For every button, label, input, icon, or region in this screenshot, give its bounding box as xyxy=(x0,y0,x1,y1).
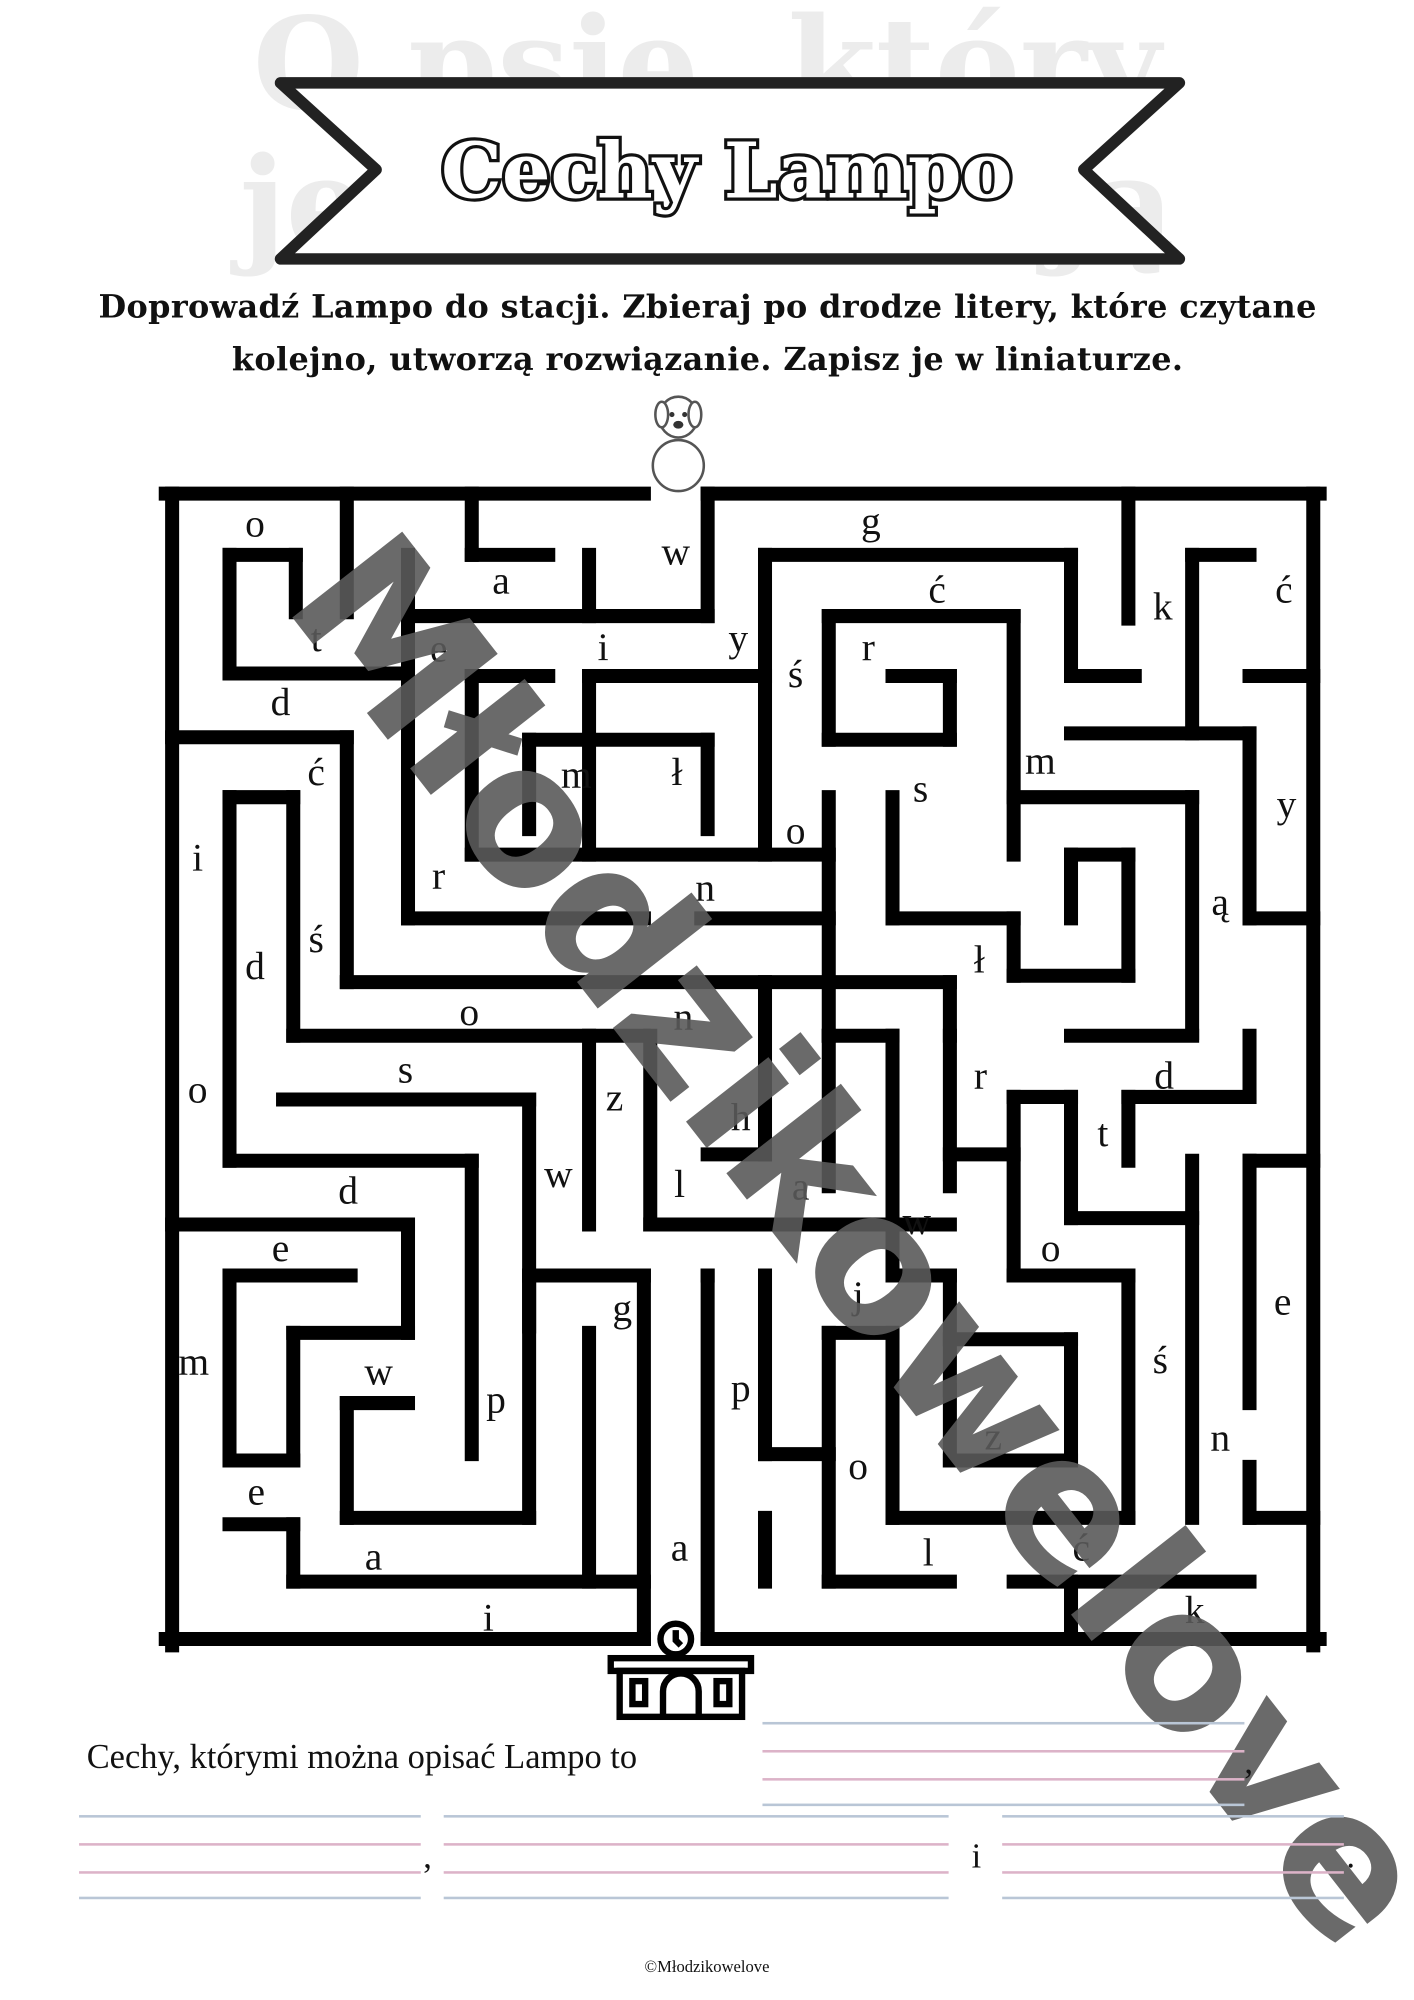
maze-letter: n xyxy=(1210,1415,1231,1460)
maze-letter: o xyxy=(785,808,806,853)
maze-letter: ś xyxy=(787,651,804,696)
maze-letter: n xyxy=(673,994,694,1039)
maze-letter: a xyxy=(670,1524,689,1570)
maze-letter: w xyxy=(902,1198,932,1243)
maze-letter: i xyxy=(482,1595,494,1640)
maze-letter: ś xyxy=(308,916,324,962)
maze-letter: d xyxy=(270,679,291,724)
answer-line-3[interactable] xyxy=(443,1815,949,1900)
train-station-icon xyxy=(607,1620,755,1721)
maze-letter: k xyxy=(1152,583,1173,629)
maze-letter: o xyxy=(459,989,480,1034)
instructions-line2: kolejno, utworzą rozwiązanie. Zapisz je … xyxy=(231,340,1184,378)
maze-letter: ł xyxy=(671,749,683,795)
maze-letter: o xyxy=(187,1066,208,1112)
maze-letter: i xyxy=(597,624,609,670)
maze-letter: a xyxy=(791,1163,810,1209)
maze-letter: d xyxy=(1154,1052,1174,1098)
maze-letter: s xyxy=(397,1046,414,1092)
copyright: ©Młodzikowelove xyxy=(644,1956,770,1976)
instructions-line1: Doprowadź Lampo do stacji. Zbieraj po dr… xyxy=(98,288,1317,326)
maze-letter: g xyxy=(612,1285,633,1330)
maze-letter: e xyxy=(247,1468,266,1514)
maze-letter: o xyxy=(245,500,265,546)
maze-letter: z xyxy=(605,1074,624,1120)
maze-letter: w xyxy=(364,1348,393,1394)
maze-letter: l xyxy=(674,1161,686,1206)
maze-letter: m xyxy=(178,1338,210,1384)
maze-letter: ł xyxy=(973,936,985,982)
maze-letter: e xyxy=(429,625,448,671)
maze-letter: e xyxy=(271,1225,290,1270)
maze-letter: d xyxy=(338,1167,358,1213)
maze-letter: ć xyxy=(1072,1524,1090,1570)
maze-letter: r xyxy=(432,852,446,898)
answer-line-4[interactable] xyxy=(1002,1815,1344,1900)
maze-letter: d xyxy=(245,943,265,988)
maze-letter: ć xyxy=(1275,566,1293,612)
period: . xyxy=(1346,1836,1356,1875)
maze-letter: g xyxy=(860,498,881,543)
maze-letter: t xyxy=(310,615,322,661)
maze-letter: l xyxy=(922,1529,934,1575)
maze-letter: a xyxy=(492,558,510,603)
conjunction: i xyxy=(971,1836,982,1875)
maze-letter: y xyxy=(728,615,749,661)
answer-line-2[interactable] xyxy=(79,1815,421,1900)
maze-letter: ć xyxy=(928,566,946,612)
maze-letter: h xyxy=(730,1095,751,1140)
maze-letter: t xyxy=(1097,1110,1109,1155)
answer-label: Cechy, którymi można opisać Lampo to xyxy=(86,1737,638,1776)
comma-1: , xyxy=(1244,1742,1254,1781)
answer-line-1[interactable] xyxy=(762,1721,1245,1807)
maze-letter: k xyxy=(1184,1587,1205,1633)
maze-letter: w xyxy=(544,1151,573,1196)
maze-letter: z xyxy=(984,1413,1003,1459)
maze-letter: r xyxy=(973,1052,988,1098)
maze-letter: s xyxy=(912,765,929,811)
dog-icon xyxy=(651,395,706,493)
maze-letter: y xyxy=(1276,781,1297,826)
maze-letter: ć xyxy=(307,749,325,795)
comma-2: , xyxy=(423,1836,432,1875)
maze-letter: w xyxy=(661,528,691,574)
title-banner: Cechy Lampo xyxy=(274,77,1186,265)
maze-letter: m xyxy=(560,751,592,797)
maze-letter: p xyxy=(730,1365,751,1411)
maze-letter: o xyxy=(848,1443,868,1488)
maze-letter: j xyxy=(852,1272,864,1317)
maze-letter: ś xyxy=(1152,1337,1168,1383)
maze-letter: r xyxy=(861,624,875,670)
maze-letter: m xyxy=(1025,737,1056,783)
maze-letter: e xyxy=(1273,1278,1292,1324)
maze-letter: p xyxy=(486,1376,506,1422)
instructions: Doprowadź Lampo do stacji. Zbieraj po dr… xyxy=(51,281,1364,386)
maze-letter: i xyxy=(192,834,204,880)
maze-letter: n xyxy=(695,865,715,911)
maze-letter: o xyxy=(1040,1225,1061,1270)
maze-letter: ą xyxy=(1211,879,1229,925)
title-text: Cechy Lampo xyxy=(441,127,1013,217)
maze-letter: a xyxy=(364,1533,383,1579)
